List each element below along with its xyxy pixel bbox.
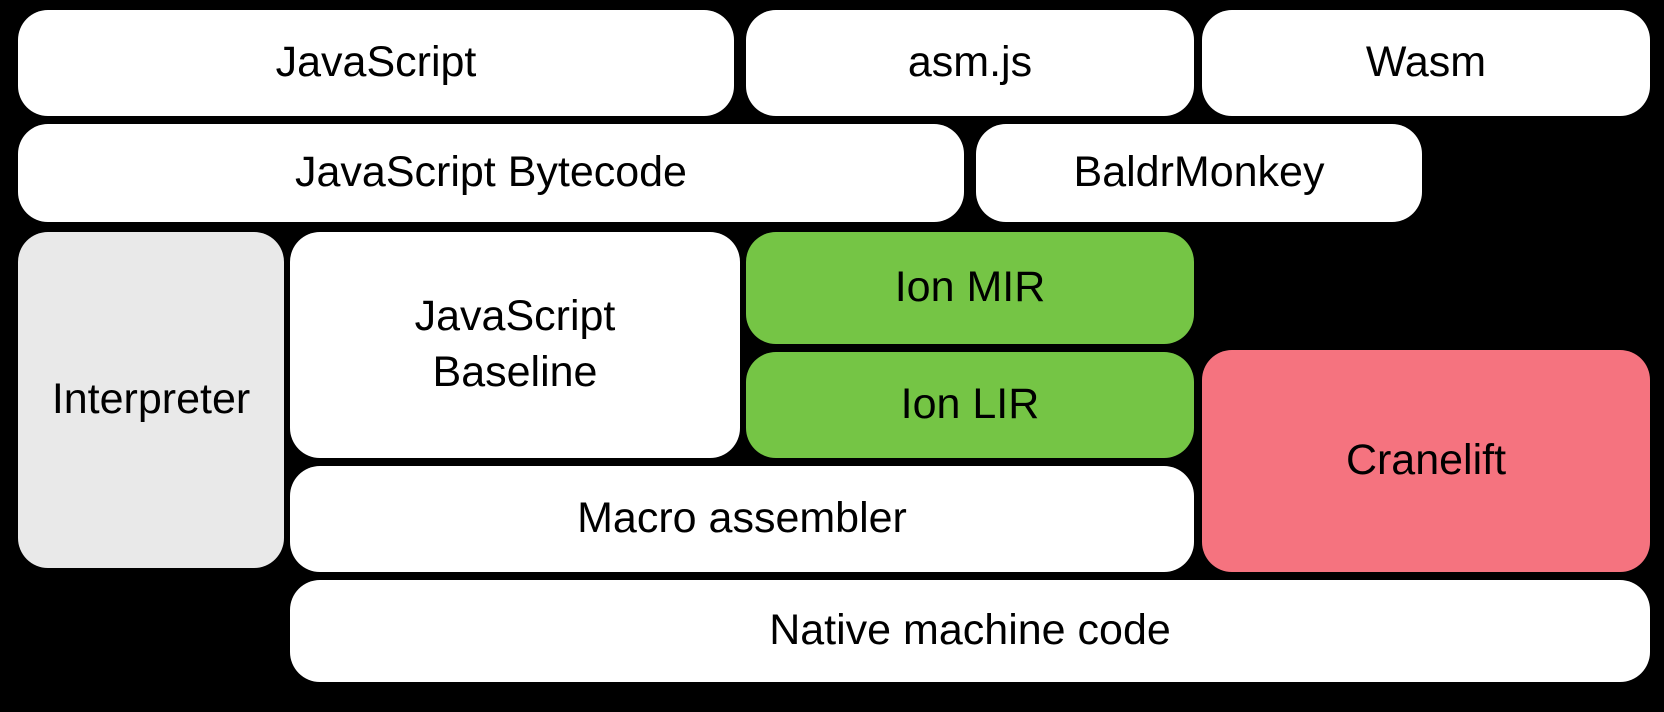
node-wasm: Wasm [1202, 10, 1650, 116]
node-cranelift: Cranelift [1202, 350, 1650, 572]
node-asmjs: asm.js [746, 10, 1194, 116]
node-javascript-baseline-line1: JavaScript [414, 292, 616, 341]
node-javascript: JavaScript [18, 10, 734, 116]
node-interpreter: Interpreter [18, 232, 284, 568]
node-ion-mir: Ion MIR [746, 232, 1194, 344]
node-macro-assembler: Macro assembler [290, 466, 1194, 572]
node-ion-lir: Ion LIR [746, 352, 1194, 458]
node-javascript-baseline: JavaScript Baseline [290, 232, 740, 458]
node-native-machine-code: Native machine code [290, 580, 1650, 682]
node-javascript-bytecode: JavaScript Bytecode [18, 124, 964, 222]
node-javascript-baseline-line2: Baseline [432, 348, 598, 396]
node-baldrmonkey: BaldrMonkey [976, 124, 1422, 222]
